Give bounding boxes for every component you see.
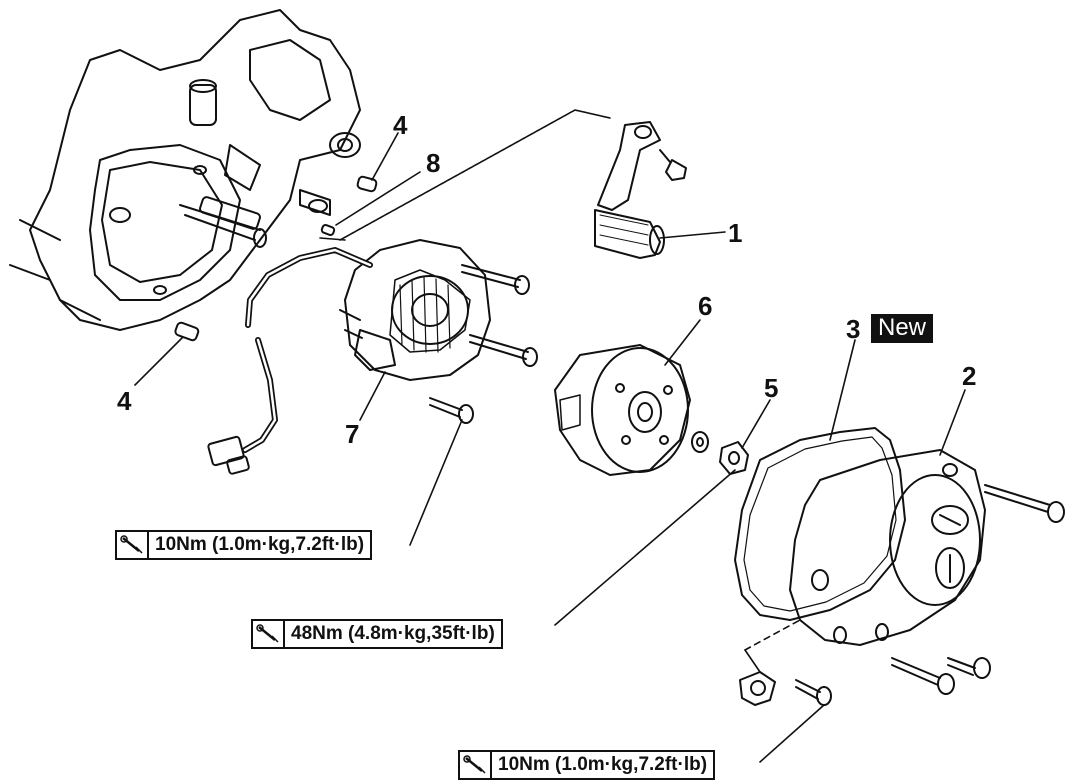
callout-part-4-top: 4	[393, 110, 408, 140]
crankcase	[9, 9, 361, 331]
woodruff-key	[320, 224, 336, 236]
torque-value-stator: 10Nm (1.0m·kg,7.2ft·lb)	[155, 534, 365, 555]
callout-part-7: 7	[345, 419, 360, 449]
torque-value-rotor-nut: 48Nm (4.8m·kg,35ft·lb)	[291, 623, 495, 644]
torque-wrench-icon	[117, 532, 149, 558]
dowel-pin-left	[174, 321, 200, 342]
callout-part-1: 1	[728, 218, 743, 248]
callout-part-6: 6	[698, 291, 713, 321]
torque-spec-clamp: 10Nm (1.0m·kg,7.2ft·lb)	[458, 750, 716, 780]
stator-assembly	[207, 239, 538, 475]
shift-pedal	[594, 121, 687, 259]
torque-wrench-icon	[253, 621, 285, 647]
torque-value-clamp: 10Nm (1.0m·kg,7.2ft·lb)	[498, 754, 708, 775]
callout-part-2: 2	[962, 361, 977, 391]
leader-lines	[134, 109, 966, 763]
dowel-pin-top	[356, 175, 378, 193]
torque-wrench-icon	[460, 752, 492, 778]
callout-part-3: 3	[846, 314, 861, 344]
callout-part-5: 5	[764, 373, 779, 403]
callout-part-4-left: 4	[117, 386, 132, 416]
flywheel-rotor	[554, 344, 749, 476]
torque-spec-rotor-nut: 48Nm (4.8m·kg,35ft·lb)	[251, 619, 503, 649]
callout-part-8: 8	[426, 148, 441, 178]
cover-gasket	[734, 427, 906, 621]
torque-spec-stator: 10Nm (1.0m·kg,7.2ft·lb)	[115, 530, 373, 560]
new-part-badge: New	[871, 314, 934, 343]
